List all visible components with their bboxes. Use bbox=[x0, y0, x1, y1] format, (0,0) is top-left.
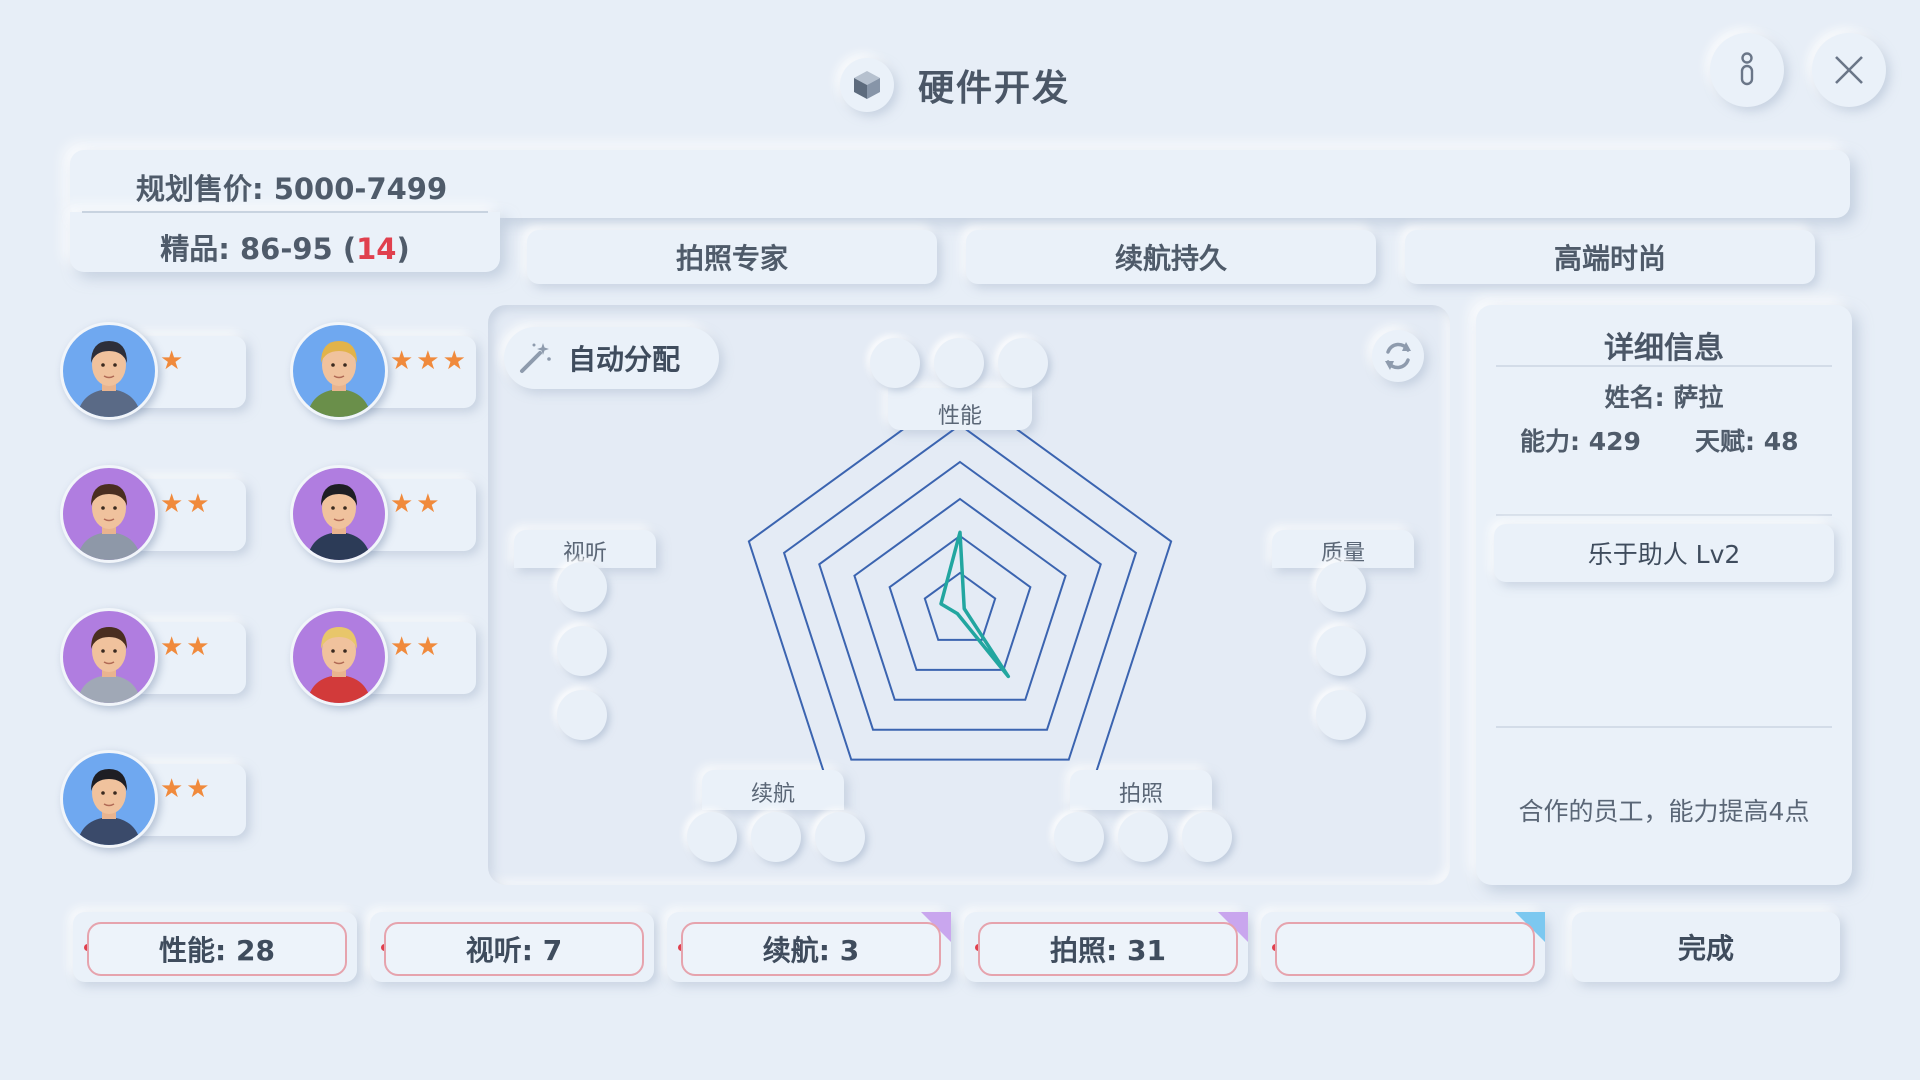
slot-camera-3[interactable] bbox=[1182, 812, 1232, 862]
radar-grid-ring bbox=[888, 534, 1032, 671]
planned-price: 规划售价: 5000-7499 bbox=[136, 172, 448, 206]
trait-description: 合作的员工，能力提高4点 bbox=[1518, 797, 1810, 826]
quality-label-tab bbox=[1272, 530, 1414, 568]
slot-battery-3[interactable] bbox=[815, 812, 865, 862]
info-icon bbox=[1740, 52, 1754, 86]
employee-stars: ★★★ bbox=[390, 346, 469, 376]
employee-stars: ★★ bbox=[390, 489, 443, 519]
employee-stars: ★★ bbox=[390, 632, 443, 662]
slot-quality-2[interactable] bbox=[1316, 626, 1366, 676]
planning-panel bbox=[70, 150, 1850, 218]
employee-stars: ★★ bbox=[160, 774, 213, 804]
tab-long-battery[interactable]: 续航持久 bbox=[966, 230, 1376, 284]
employee-card[interactable]: ★★ bbox=[60, 750, 250, 852]
employee-card[interactable]: ★★ bbox=[60, 608, 250, 710]
magic-wand-icon bbox=[520, 343, 551, 373]
employee-avatar[interactable] bbox=[290, 322, 388, 420]
stat-battery: 续航: 3 bbox=[681, 922, 941, 976]
battery-label-tab bbox=[702, 770, 844, 810]
radar-grid-ring bbox=[747, 430, 1173, 770]
employee-card[interactable]: ★★ bbox=[290, 465, 480, 567]
stat-empty bbox=[1275, 922, 1535, 976]
employee-avatar[interactable] bbox=[290, 465, 388, 563]
stat-camera: 拍照: 31 bbox=[978, 922, 1238, 976]
slot-battery-1[interactable] bbox=[687, 812, 737, 862]
axis-label-audiovisual: 视听 bbox=[562, 541, 607, 566]
radar-grid-ring bbox=[853, 497, 1067, 701]
audiovisual-label-tab bbox=[514, 530, 656, 568]
slot-audiovisual-2[interactable] bbox=[557, 626, 607, 676]
refresh-button[interactable] bbox=[1372, 330, 1424, 382]
performance-label-tab bbox=[888, 388, 1032, 430]
axis-label-quality: 质量 bbox=[1320, 541, 1365, 566]
radar-grid-ring bbox=[782, 430, 1138, 761]
employee-stars: ★★ bbox=[160, 489, 213, 519]
detail-title: 详细信息 bbox=[1604, 331, 1724, 366]
radar-grid-ring bbox=[818, 460, 1102, 731]
employee-stars: ★★ bbox=[160, 632, 213, 662]
employee-card[interactable]: ★★ bbox=[290, 608, 480, 710]
slot-quality-1[interactable] bbox=[1316, 562, 1366, 612]
employee-card[interactable]: ★ bbox=[60, 322, 250, 424]
slot-quality-3[interactable] bbox=[1316, 690, 1366, 740]
hardware-box-icon bbox=[840, 58, 894, 112]
divider bbox=[1496, 726, 1832, 728]
divider bbox=[1496, 365, 1832, 367]
axis-label-performance: 性能 bbox=[937, 404, 982, 429]
quality-panel bbox=[70, 212, 500, 272]
stat-audiovisual: 视听: 7 bbox=[384, 922, 644, 976]
slot-performance-3[interactable] bbox=[998, 338, 1048, 388]
detail-panel bbox=[1476, 305, 1852, 885]
close-icon bbox=[1835, 56, 1863, 84]
slot-audiovisual-1[interactable] bbox=[557, 562, 607, 612]
slot-battery-2[interactable] bbox=[751, 812, 801, 862]
employee-name: 姓名: 萨拉 bbox=[1604, 383, 1724, 412]
employee-avatar[interactable] bbox=[290, 608, 388, 706]
axis-label-battery: 续航 bbox=[750, 782, 795, 807]
tab-camera-expert[interactable]: 拍照专家 bbox=[527, 230, 937, 284]
page-title: 硬件开发 bbox=[918, 68, 1071, 109]
divider bbox=[82, 211, 488, 213]
stat-performance: 性能: 28 bbox=[87, 922, 347, 976]
slot-performance-1[interactable] bbox=[870, 338, 920, 388]
done-button[interactable]: 完成 bbox=[1572, 912, 1840, 982]
slot-performance-2[interactable] bbox=[934, 338, 984, 388]
camera-label-tab bbox=[1070, 770, 1212, 810]
employee-avatar[interactable] bbox=[60, 465, 158, 563]
employee-ability: 能力: 429 bbox=[1520, 427, 1641, 456]
slot-camera-2[interactable] bbox=[1118, 812, 1168, 862]
auto-assign-label: 自动分配 bbox=[568, 343, 681, 376]
employee-card[interactable]: ★★ bbox=[60, 465, 250, 567]
slot-audiovisual-3[interactable] bbox=[557, 690, 607, 740]
axis-label-camera: 拍照 bbox=[1118, 782, 1163, 807]
attribute-radar-chart bbox=[747, 430, 1173, 770]
divider bbox=[1496, 514, 1832, 516]
refresh-icon bbox=[1385, 342, 1411, 370]
tab-high-end-fashion[interactable]: 高端时尚 bbox=[1405, 230, 1815, 284]
quality-count: 14 bbox=[356, 232, 397, 266]
employee-talent: 天赋: 48 bbox=[1695, 427, 1799, 456]
title-bar: 硬件开发 bbox=[840, 55, 1070, 115]
slot-camera-1[interactable] bbox=[1054, 812, 1104, 862]
auto-assign-button[interactable]: 自动分配 bbox=[504, 327, 719, 389]
employee-stars: ★ bbox=[160, 346, 187, 376]
employee-avatar[interactable] bbox=[60, 322, 158, 420]
radar-series bbox=[939, 530, 1011, 679]
info-button[interactable] bbox=[1710, 33, 1784, 107]
radar-grid-ring bbox=[923, 571, 997, 641]
quality-range: 精品: 86-95 (14) bbox=[160, 232, 410, 266]
close-button[interactable] bbox=[1812, 33, 1886, 107]
employee-card[interactable]: ★★★ bbox=[290, 322, 480, 424]
employee-avatar[interactable] bbox=[60, 608, 158, 706]
employee-avatar[interactable] bbox=[60, 750, 158, 848]
trait-badge[interactable]: 乐于助人 Lv2 bbox=[1494, 524, 1834, 582]
